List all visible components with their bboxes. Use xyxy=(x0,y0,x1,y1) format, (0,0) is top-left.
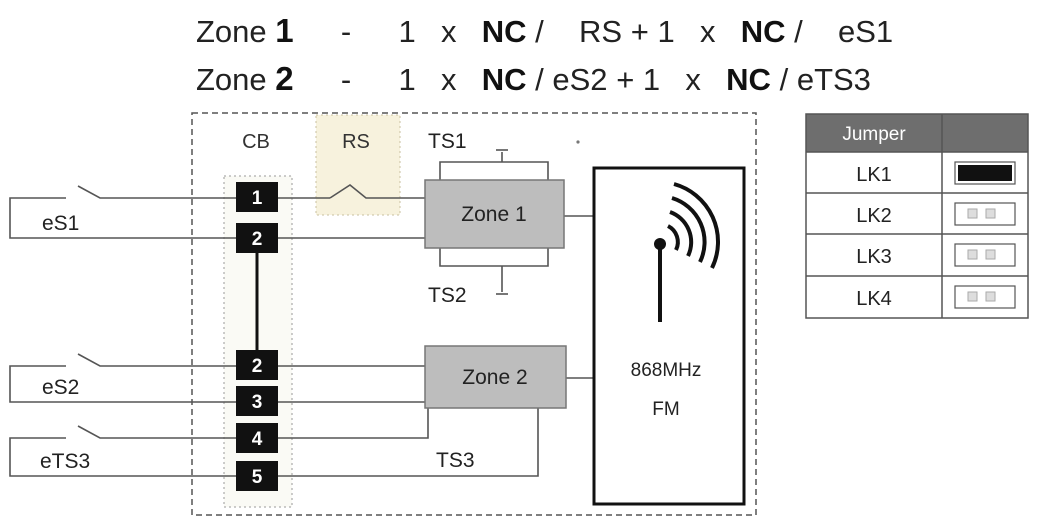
header-times: x xyxy=(440,14,457,49)
es1-wire-bottom xyxy=(9,197,236,239)
rs-switch-wire xyxy=(329,184,425,199)
header-times: x xyxy=(685,62,701,97)
es1-label: eS1 xyxy=(42,212,79,235)
es2-label: eS2 xyxy=(42,376,79,399)
jumper-name: LK4 xyxy=(856,288,892,310)
terminal-number: 2 xyxy=(252,356,263,377)
terminal-number: 3 xyxy=(252,392,263,413)
header-count: 1 xyxy=(657,14,675,49)
terminal-block xyxy=(236,423,278,453)
header-dash: - xyxy=(340,14,352,49)
header-line-2: Zone 2 - 1 x NC / eS2 + 1 x NC / eTS3 xyxy=(196,60,871,98)
header-input: eS1 xyxy=(837,14,894,49)
terminal-block xyxy=(236,386,278,416)
ts2-loop xyxy=(439,248,549,267)
enclosure-border xyxy=(191,112,757,516)
jumper-closed-icon xyxy=(954,161,1016,185)
header-count: 1 xyxy=(398,62,416,97)
ets3-wire-top xyxy=(77,425,236,439)
header-zone-number: 1 xyxy=(275,12,294,49)
jumper-open-icon xyxy=(954,202,1016,226)
terminal-blocks: 1 2 2 3 4 5 xyxy=(236,182,278,491)
terminal-block xyxy=(236,461,278,491)
zone2-box xyxy=(424,345,567,409)
header-slash: / xyxy=(794,14,803,49)
terminal-number: 5 xyxy=(252,467,263,488)
header-count: 1 xyxy=(642,62,661,97)
es2-wire-bottom xyxy=(9,365,236,403)
header-times: x xyxy=(699,14,716,49)
header-count: 1 xyxy=(398,14,416,49)
terminal-number: 1 xyxy=(252,188,263,209)
header-dash: - xyxy=(340,62,352,97)
jumper-name: LK3 xyxy=(856,246,892,268)
terminal-number: 4 xyxy=(252,429,263,450)
header-plus: + xyxy=(616,62,635,97)
header-zone-number: 2 xyxy=(275,60,294,97)
ets3-label: eTS3 xyxy=(40,450,90,473)
antenna-icon xyxy=(654,182,720,322)
jumper-open-icon xyxy=(954,243,1016,267)
header-zone-word: Zone xyxy=(196,14,267,49)
header-nc: NC xyxy=(726,62,771,97)
terminal-block xyxy=(236,223,278,253)
ets3-wire-bottom xyxy=(9,437,236,477)
zone1-box xyxy=(424,179,565,249)
zone1-label: Zone 1 xyxy=(461,203,526,226)
jumper-table: Jumper LK1 LK2 LK3 LK4 xyxy=(805,113,1029,319)
header-input: eTS3 xyxy=(796,62,871,97)
ts1-label: TS1 xyxy=(428,130,467,153)
rs-label: RS xyxy=(342,131,370,153)
header-zone-word: Zone xyxy=(196,62,267,97)
cb-label: CB xyxy=(242,131,270,153)
radio-mode-label: FM xyxy=(652,399,679,420)
terminal-block xyxy=(236,182,278,212)
marker-dot xyxy=(576,140,580,144)
header-input: RS xyxy=(579,14,623,49)
radio-unit-box xyxy=(592,166,746,506)
header-input: eS2 xyxy=(552,62,608,97)
es2-wire-top xyxy=(77,353,236,367)
jumper-open-icon xyxy=(954,285,1016,309)
header-nc: NC xyxy=(481,62,527,97)
header-line-1: Zone 1 - 1 x NC / RS + 1 x NC / eS1 xyxy=(196,12,893,50)
jumper-table-header-label: Jumper xyxy=(842,124,906,145)
ts3-label: TS3 xyxy=(436,449,475,472)
header-nc: NC xyxy=(481,14,527,49)
jumper-name: LK1 xyxy=(856,164,892,186)
radio-frequency-label: 868MHz xyxy=(631,360,702,381)
zone2-label: Zone 2 xyxy=(462,366,527,389)
terminal-block xyxy=(236,350,278,380)
terminal-number: 2 xyxy=(252,229,263,250)
ts1-loop xyxy=(439,161,549,180)
es1-wire-top xyxy=(77,185,236,199)
ts2-label: TS2 xyxy=(428,284,467,307)
header-plus: + xyxy=(630,14,649,49)
jumper-name: LK2 xyxy=(856,205,892,227)
jumper-table-header xyxy=(806,114,1028,152)
t4-ts3-wire xyxy=(278,408,429,439)
header-slash: / xyxy=(779,62,789,97)
rs-area xyxy=(315,114,401,216)
header-slash: / xyxy=(535,14,544,49)
header-slash: / xyxy=(535,62,544,97)
header-times: x xyxy=(440,62,457,97)
t5-ts3-wire xyxy=(278,408,539,477)
header-nc: NC xyxy=(740,14,786,49)
